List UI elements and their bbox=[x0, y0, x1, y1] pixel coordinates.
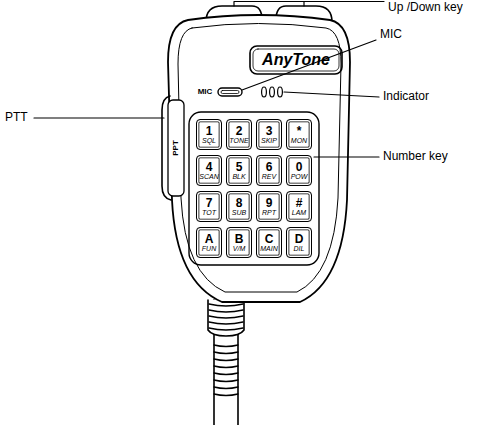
cord-ring bbox=[214, 352, 238, 354]
key-function: POW bbox=[291, 173, 308, 181]
key-function: SKIP bbox=[261, 137, 277, 145]
keypad-key: 0POW bbox=[286, 155, 312, 186]
key-number: 6 bbox=[266, 161, 273, 173]
key-function: FUN bbox=[202, 245, 216, 253]
keypad-key: 1SQL bbox=[196, 119, 222, 150]
cord-rings bbox=[209, 304, 243, 396]
logo-frame-inner bbox=[253, 49, 339, 71]
keypad-key: 6REV bbox=[256, 155, 282, 186]
ptt-button-face bbox=[168, 100, 184, 196]
key-function: BLK bbox=[232, 173, 245, 181]
cord-ring bbox=[209, 316, 243, 318]
callout-label: Up /Down key bbox=[388, 1, 463, 14]
cord-ring bbox=[214, 345, 238, 347]
key-function: MON bbox=[291, 137, 307, 145]
keypad-key: 4SCAN bbox=[196, 155, 222, 186]
leader-line bbox=[242, 40, 376, 90]
keypad-key: BV/M bbox=[226, 227, 252, 258]
key-number: 9 bbox=[266, 197, 273, 209]
mic-marking: MIC bbox=[198, 88, 213, 97]
key-function: RPT bbox=[262, 209, 276, 217]
leader-line bbox=[284, 92, 379, 97]
keypad-key: #LAM bbox=[286, 191, 312, 222]
callout-label: Number key bbox=[383, 150, 448, 163]
cord-ring bbox=[209, 322, 243, 324]
callout-label: Indicator bbox=[383, 90, 429, 103]
keypad-key: CMAIN bbox=[256, 227, 282, 258]
key-number: # bbox=[296, 197, 303, 209]
key-number: C bbox=[265, 233, 274, 245]
strain-relief bbox=[208, 300, 244, 336]
key-number: 3 bbox=[266, 125, 273, 137]
ptt-marking: PPT bbox=[172, 140, 181, 156]
keypad-key: 2TONE bbox=[226, 119, 252, 150]
leader-line bbox=[234, 2, 384, 7]
key-function: V/M bbox=[233, 245, 245, 253]
callout-label: PTT bbox=[5, 111, 28, 124]
key-function: SUB bbox=[232, 209, 246, 217]
key-number: 5 bbox=[236, 161, 243, 173]
microphone-body bbox=[168, 15, 350, 302]
key-function: TOT bbox=[202, 209, 216, 217]
key-number: 1 bbox=[206, 125, 213, 137]
keypad-key: 8SUB bbox=[226, 191, 252, 222]
key-number: 7 bbox=[206, 197, 213, 209]
mic-slot-inner bbox=[221, 91, 239, 94]
cord-ring bbox=[209, 304, 243, 306]
key-number: * bbox=[297, 125, 302, 137]
key-number: 4 bbox=[206, 161, 213, 173]
indicator-light bbox=[262, 87, 267, 97]
key-function: MAIN bbox=[260, 245, 278, 253]
cord-ring bbox=[209, 328, 243, 330]
leader-line bbox=[314, 156, 379, 157]
key-function: DIL bbox=[294, 245, 305, 253]
key-number: A bbox=[205, 233, 214, 245]
key-number: 2 bbox=[236, 125, 243, 137]
key-function: REV bbox=[262, 173, 276, 181]
key-number: B bbox=[235, 233, 244, 245]
cord-ring bbox=[214, 373, 238, 375]
cord-ring bbox=[214, 366, 238, 368]
key-number: 0 bbox=[296, 161, 303, 173]
indicator-light bbox=[278, 87, 283, 97]
brand-logo: AnyTone bbox=[262, 51, 330, 69]
key-function: SCAN bbox=[199, 173, 218, 181]
keypad-key: 5BLK bbox=[226, 155, 252, 186]
leader-line bbox=[34, 117, 164, 118]
key-function: SQL bbox=[202, 137, 216, 145]
cord-ring bbox=[214, 387, 238, 389]
cord-ring bbox=[209, 310, 243, 312]
keypad-key: 9RPT bbox=[256, 191, 282, 222]
key-number: D bbox=[295, 233, 304, 245]
keypad-key: AFUN bbox=[196, 227, 222, 258]
cord-ring bbox=[214, 359, 238, 361]
keypad-key: *MON bbox=[286, 119, 312, 150]
cord-ring bbox=[214, 394, 238, 396]
key-function: LAM bbox=[292, 209, 306, 217]
mic-slot bbox=[218, 88, 242, 96]
cord-ring bbox=[214, 380, 238, 382]
body-inner-rim bbox=[178, 24, 341, 293]
key-function: TONE bbox=[229, 137, 248, 145]
indicator-light bbox=[270, 87, 275, 97]
key-number: 8 bbox=[236, 197, 243, 209]
keypad-key: DDIL bbox=[286, 227, 312, 258]
keypad-key: 3SKIP bbox=[256, 119, 282, 150]
keypad-key: 7TOT bbox=[196, 191, 222, 222]
callout-label: MIC bbox=[380, 28, 402, 41]
keypad-bezel bbox=[189, 112, 319, 265]
